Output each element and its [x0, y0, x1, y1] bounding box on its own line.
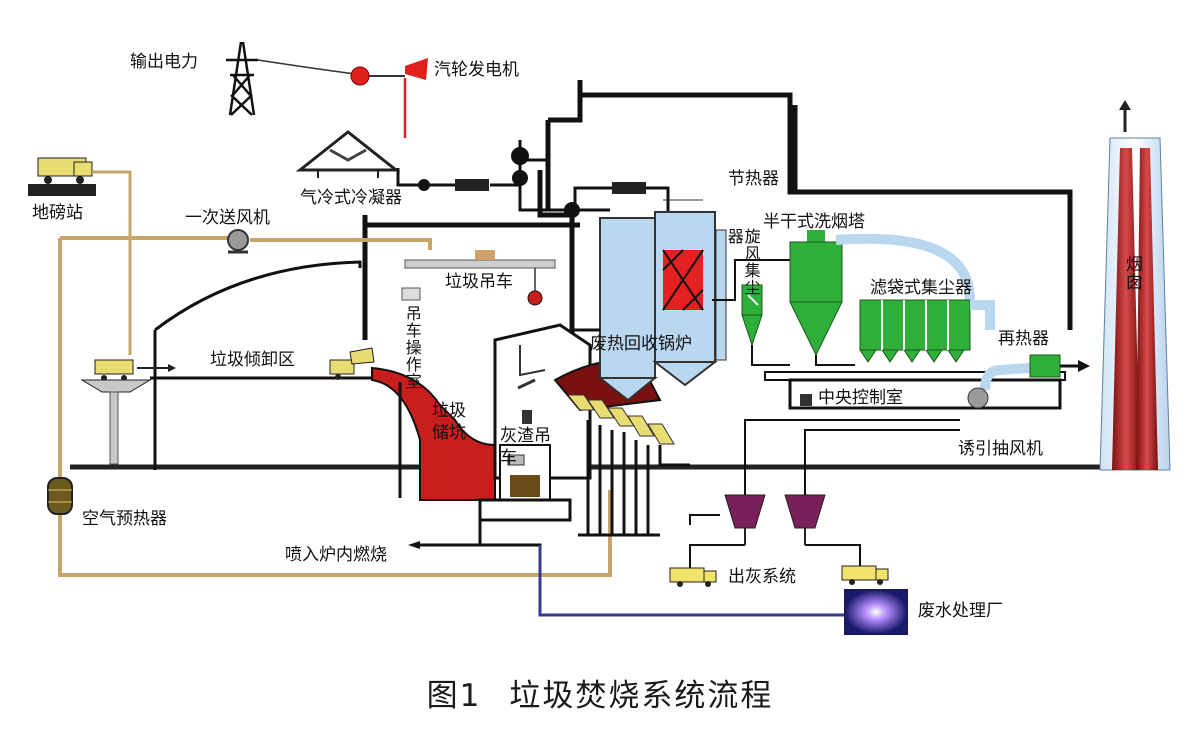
semi-dry-scrubber — [789, 230, 843, 357]
label-economizer: 节热器 — [728, 169, 779, 189]
bag-filter — [859, 299, 971, 363]
steam-pipes — [396, 140, 670, 215]
label-ash-crane: 灰渣吊车 — [500, 426, 551, 469]
label-air-condenser: 气冷式冷凝器 — [300, 188, 402, 208]
wastewater-plant-icon — [844, 589, 908, 635]
primary-fan-icon — [227, 229, 249, 251]
label-primary-fan: 一次送风机 — [185, 208, 270, 228]
valve-icon — [612, 182, 646, 194]
crane-room-icon — [401, 287, 421, 301]
label-semi-dry-scrubber: 半干式洗烟塔 — [763, 212, 865, 232]
label-waste-crane: 垃圾吊车 — [445, 272, 513, 292]
air-preheater-icon — [47, 477, 73, 515]
valve-icon — [455, 179, 489, 191]
building-outline — [362, 80, 1073, 340]
label-power-output: 输出电力 — [130, 52, 198, 72]
label-crane-room: 吊车操作室 — [402, 305, 422, 390]
ash-truck-icon-2 — [841, 565, 889, 585]
ash-truck-icon-1 — [669, 567, 717, 587]
label-reheater: 再热器 — [998, 329, 1049, 349]
label-wastewater: 废水处理厂 — [918, 601, 1003, 621]
furnace-body — [493, 323, 592, 480]
air-condenser-roof — [295, 130, 401, 172]
label-cyclone: 旋风集尘器 — [724, 228, 761, 296]
label-waste-pit: 垃圾储坑 — [432, 401, 466, 444]
chimney — [1099, 100, 1171, 471]
ash-chutes — [578, 420, 690, 537]
air-pipe — [58, 236, 612, 577]
label-ash-system: 出灰系统 — [728, 567, 796, 587]
ash-hopper-1 — [724, 494, 766, 545]
figure-caption: 图1 垃圾焚烧系统流程 — [0, 670, 1200, 715]
dump-truck-icon — [329, 347, 375, 380]
waste-pit-fill — [371, 366, 496, 501]
turbine-flag-icon — [405, 58, 428, 80]
label-tipping-area: 垃圾倾卸区 — [210, 350, 295, 370]
caption-number: 图1 — [426, 678, 482, 714]
crane-rail — [404, 259, 556, 269]
waste-heat-boiler — [597, 199, 727, 402]
reheater-icon — [1029, 354, 1061, 378]
label-control-room: 中央控制室 — [818, 388, 903, 408]
label-weighbridge: 地磅站 — [32, 203, 83, 223]
label-air-preheater: 空气预热器 — [82, 509, 167, 529]
caption-title: 垃圾焚烧系统流程 — [509, 678, 774, 714]
ash-hopper-2 — [784, 494, 826, 545]
waste-truck-icon — [80, 359, 152, 465]
weighbridge-truck-icon — [28, 157, 96, 196]
label-waste-heat-boiler: 废热回收锅炉 — [590, 334, 692, 354]
label-chimney: 烟囱 — [1121, 255, 1142, 291]
power-line — [257, 59, 356, 75]
label-bag-filter: 滤袋式集尘器 — [870, 278, 972, 298]
label-injection: 喷入炉内燃烧 — [285, 545, 387, 565]
power-tower-icon — [226, 41, 258, 116]
grate-icon — [566, 394, 675, 445]
ash-pile — [510, 475, 540, 497]
generator-icon — [350, 66, 370, 86]
induced-fan-icon — [967, 387, 989, 409]
label-induced-fan: 诱引抽风机 — [958, 439, 1043, 459]
grab-bucket-icon — [527, 290, 543, 306]
tipping-roof — [154, 260, 362, 332]
label-turbine-generator: 汽轮发电机 — [434, 60, 519, 80]
cyclone-collector — [741, 284, 763, 347]
